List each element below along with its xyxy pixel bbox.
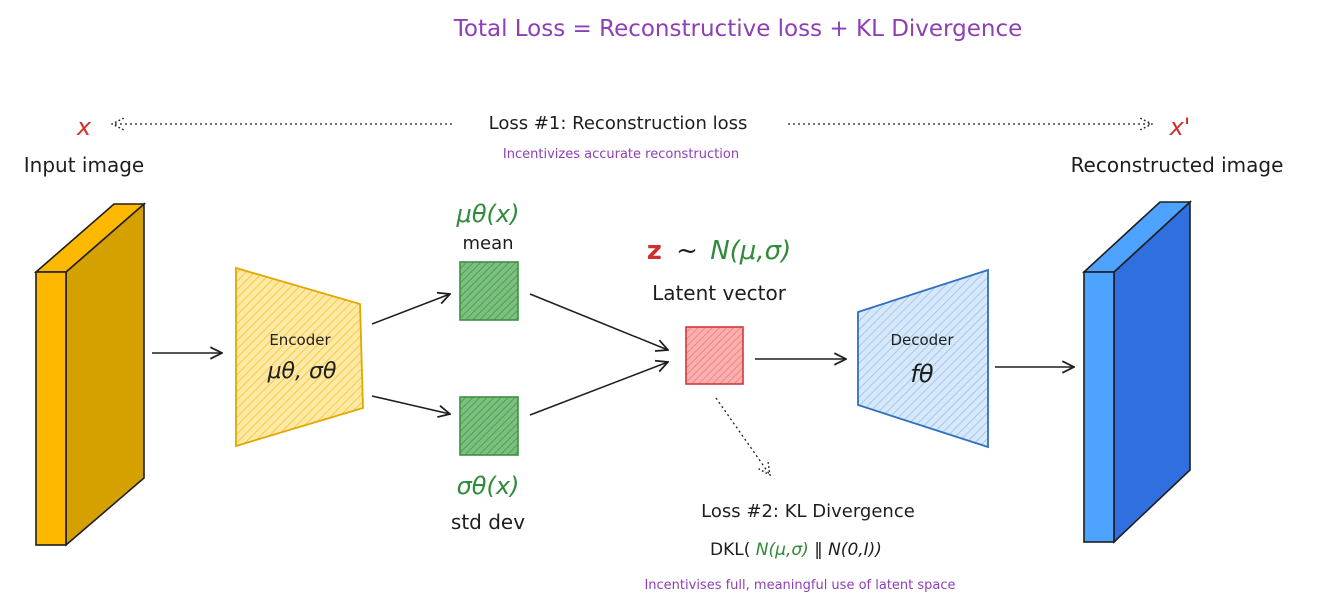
loss1-label: Loss #1: Reconstruction loss bbox=[489, 113, 748, 134]
latent-label: Latent vector bbox=[652, 281, 787, 305]
arrow-encoder-to-std bbox=[371, 395, 450, 414]
mean-symbol: μθ(x) bbox=[456, 200, 520, 228]
loss2-formula-sep: ‖ bbox=[814, 540, 828, 560]
arrow-encoder-to-mean bbox=[371, 294, 450, 325]
decoder-fn: fθ bbox=[910, 360, 933, 388]
loss2-label: Loss #2: KL Divergence bbox=[701, 501, 915, 522]
input-image-block bbox=[33, 202, 147, 547]
loss2-formula-p: N(0,I)) bbox=[828, 540, 882, 560]
arrow-latent-to-loss2 bbox=[715, 397, 770, 475]
decoder-label: Decoder bbox=[890, 331, 954, 349]
std-square bbox=[459, 396, 519, 456]
decoder-block: Decoder fθ bbox=[857, 268, 989, 449]
loss2-note: Incentivises full, meaningful use of lat… bbox=[644, 578, 955, 593]
latent-square bbox=[685, 326, 744, 385]
input-symbol: x bbox=[76, 113, 92, 141]
latent-dist: N(μ,σ) bbox=[710, 236, 791, 266]
mean-label: mean bbox=[462, 233, 513, 254]
loss2-formula-prefix: DKL( bbox=[710, 540, 750, 560]
latent-formula: z ~ N(μ,σ) bbox=[647, 236, 792, 266]
encoder-label: Encoder bbox=[269, 331, 331, 349]
encoder-block: Encoder μθ, σθ bbox=[235, 266, 364, 448]
output-image-block bbox=[1081, 200, 1193, 544]
arrow-mean-to-latent bbox=[529, 293, 668, 350]
mean-square bbox=[459, 261, 519, 321]
loss2-formula-q: N(μ,σ) bbox=[756, 540, 809, 560]
arrow-std-to-latent bbox=[529, 362, 668, 416]
loss2-formula: DKL( N(μ,σ) ‖ N(0,I)) bbox=[710, 540, 882, 560]
input-label: Input image bbox=[24, 153, 144, 177]
std-symbol: σθ(x) bbox=[457, 472, 520, 500]
diagram-title: Total Loss = Reconstructive loss + KL Di… bbox=[453, 16, 1023, 42]
latent-z: z bbox=[647, 236, 662, 266]
encoder-params: μθ, σθ bbox=[267, 359, 337, 384]
std-label: std dev bbox=[451, 510, 525, 534]
loss1-note: Incentivizes accurate reconstruction bbox=[503, 147, 739, 162]
output-label: Reconstructed image bbox=[1071, 153, 1284, 177]
output-symbol: x' bbox=[1169, 113, 1191, 141]
latent-tilde: ~ bbox=[676, 236, 698, 266]
